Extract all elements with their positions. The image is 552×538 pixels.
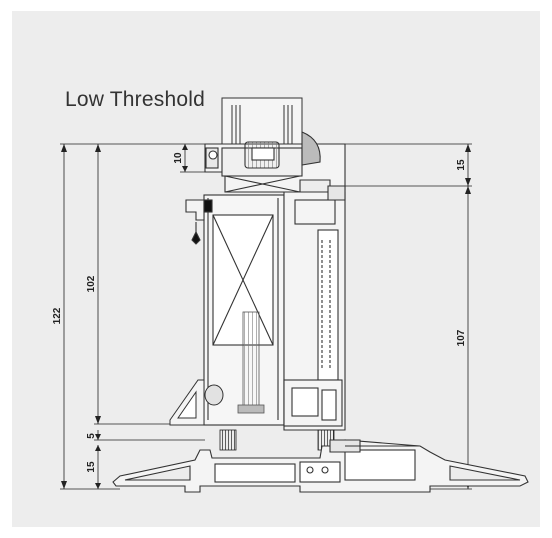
- brush-seal-inner: [219, 429, 237, 451]
- fixing-screw: [237, 311, 265, 414]
- dim-label-5: 5: [86, 433, 97, 439]
- left-dimensions: [60, 143, 205, 490]
- frame-jamb: [283, 185, 346, 431]
- glass-pane: [221, 97, 303, 149]
- dim-label-10: 10: [173, 152, 184, 164]
- left-arrowheads: [61, 144, 188, 489]
- dim-label-122: 122: [52, 307, 63, 324]
- dim-label-15-right: 15: [456, 159, 467, 171]
- glazing-unit: [221, 97, 303, 149]
- right-dimensions: [345, 143, 472, 490]
- dim-label-15-left: 15: [86, 461, 97, 473]
- diagram-title: Low Threshold: [65, 88, 205, 111]
- threshold-sill: [112, 439, 529, 493]
- dim-label-102: 102: [86, 275, 97, 292]
- brush-seals: [219, 429, 335, 451]
- frame-head: [204, 131, 346, 193]
- drainage-cover: [169, 379, 224, 426]
- dim-label-107: 107: [456, 329, 467, 346]
